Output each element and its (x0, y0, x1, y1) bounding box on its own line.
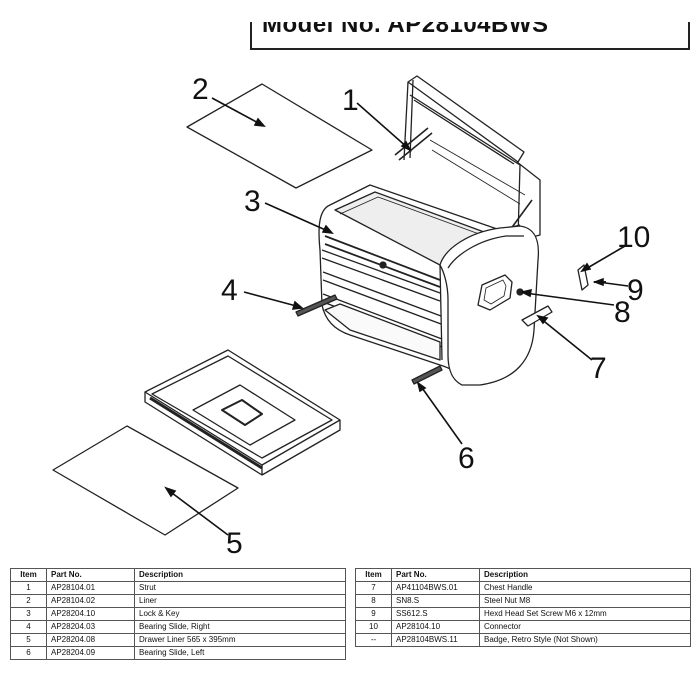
cell-description: Liner (134, 594, 346, 608)
handle-cutout (477, 274, 513, 311)
callout-6: 6 (458, 442, 475, 475)
cell-part-no: SS612.S (391, 607, 480, 621)
callout-7: 7 (590, 352, 607, 385)
callout-4: 4 (221, 274, 238, 307)
header-part-no: Part No. (391, 568, 480, 582)
cell-item: 10 (355, 620, 392, 634)
cell-description: Strut (134, 581, 346, 595)
cell-description: Lock & Key (134, 607, 346, 621)
chest-handle (521, 305, 553, 327)
cell-item: 6 (10, 646, 47, 660)
side-panel (439, 225, 540, 386)
cell-part-no: AP28204.10 (46, 607, 135, 621)
callout-10: 10 (617, 221, 650, 254)
cell-description: Connector (479, 620, 691, 634)
cell-description: Bearing Slide, Right (134, 620, 346, 634)
cell-item: 1 (10, 581, 47, 595)
cell-item: 4 (10, 620, 47, 634)
cell-part-no: AP28104.10 (391, 620, 480, 634)
cell-description: Steel Nut M8 (479, 594, 691, 608)
callout-5: 5 (226, 527, 243, 560)
header-item: Item (355, 568, 392, 582)
cell-item: -- (355, 633, 392, 647)
cell-part-no: AP28204.03 (46, 620, 135, 634)
cell-description: Bearing Slide, Left (134, 646, 346, 660)
cell-item: 8 (355, 594, 392, 608)
model-number-banner: Model No. AP28104BWS (250, 22, 690, 50)
chest-lid (407, 75, 525, 163)
cell-item: 9 (355, 607, 392, 621)
cell-part-no: AP28204.09 (46, 646, 135, 660)
table-header-row: Item Part No. Description (10, 568, 346, 582)
cell-part-no: SN8.S (391, 594, 480, 608)
bearing-slide-left (411, 365, 443, 385)
connector (577, 264, 589, 291)
cell-description: Hexd Head Set Screw M6 x 12mm (479, 607, 691, 621)
bearing-slide-right (295, 294, 338, 317)
cell-part-no: AP28104.02 (46, 594, 135, 608)
drawer-front-2 (322, 271, 442, 325)
callout-8: 8 (614, 296, 631, 329)
cell-description: Drawer Liner 565 x 395mm (134, 633, 346, 647)
cell-item: 2 (10, 594, 47, 608)
callout-1: 1 (342, 84, 359, 117)
callout-3: 3 (244, 185, 261, 218)
strut (394, 127, 433, 161)
exploded-parts-diagram: 1 2 3 4 5 6 7 8 9 10 (52, 73, 650, 560)
table-header-row: Item Part No. Description (355, 568, 691, 582)
header-description: Description (479, 568, 691, 582)
cell-description: Chest Handle (479, 581, 691, 595)
drawer-front-1 (321, 249, 441, 302)
cell-item: 5 (10, 633, 47, 647)
header-part-no: Part No. (46, 568, 135, 582)
cell-part-no: AP28204.08 (46, 633, 135, 647)
callout-2: 2 (192, 73, 209, 106)
header-description: Description (134, 568, 346, 582)
cell-part-no: AP28104.01 (46, 581, 135, 595)
cell-item: 3 (10, 607, 47, 621)
cell-description: Badge, Retro Style (Not Shown) (479, 633, 691, 647)
cell-part-no: AP41104BWS.01 (391, 581, 480, 595)
cell-part-no: AP28104BWS.11 (391, 633, 480, 647)
callout-9: 9 (627, 274, 644, 307)
model-number-title: Model No. AP28104BWS (262, 22, 549, 38)
cell-item: 7 (355, 581, 392, 595)
header-item: Item (10, 568, 47, 582)
